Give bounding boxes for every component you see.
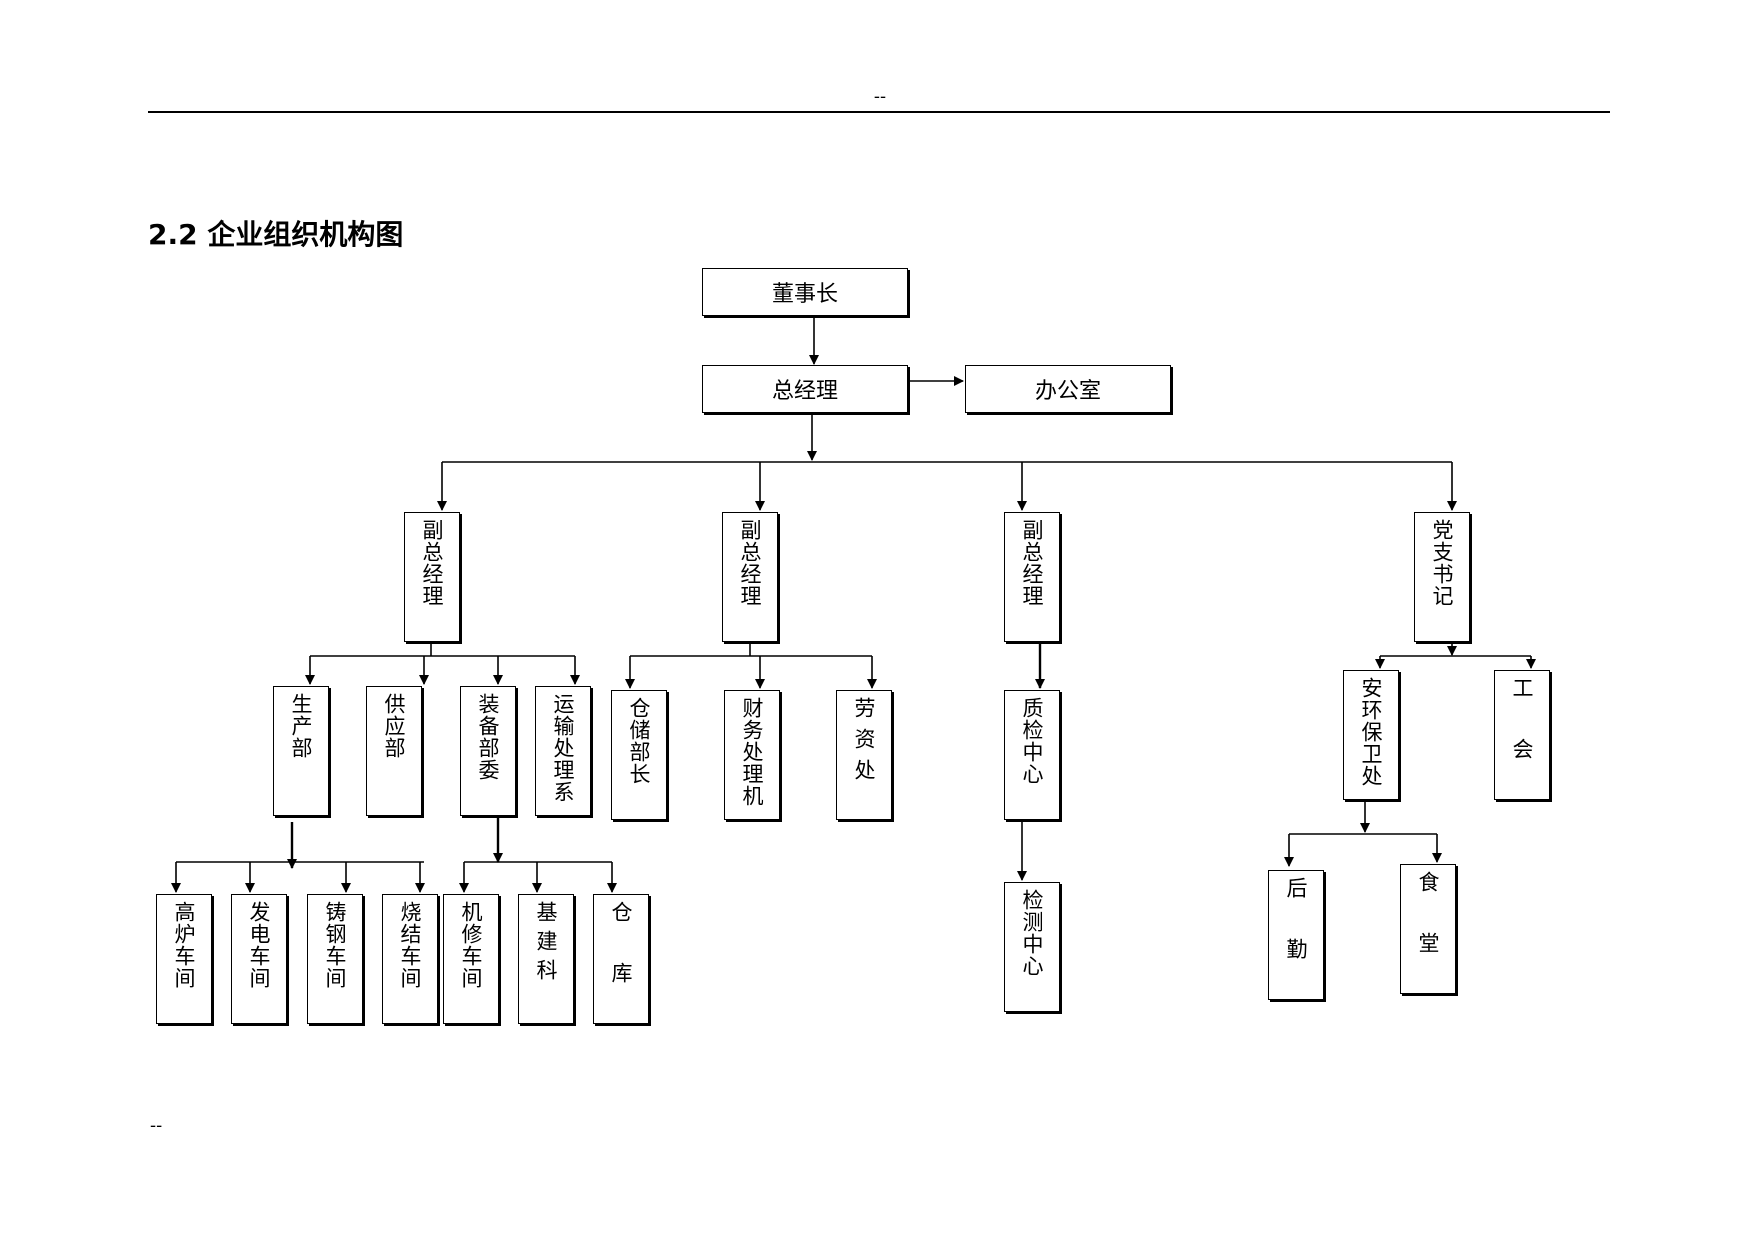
deputy-manager-box-2: 副总经理	[722, 512, 778, 642]
general-manager-box: 总经理	[702, 365, 908, 413]
transport-dept-box: 运输处理系	[535, 686, 591, 816]
quality-center-box: 质检中心	[1004, 690, 1060, 820]
testing-center-box: 检测中心	[1004, 882, 1060, 1012]
security-box: 安环保卫处	[1343, 670, 1399, 800]
footer-mark: --	[150, 1115, 163, 1136]
finance-box: 财务处理机	[724, 690, 780, 820]
blast-furnace-box: 高炉车间	[156, 894, 212, 1024]
office-box: 办公室	[965, 365, 1171, 413]
labor-box: 劳资处	[836, 690, 892, 820]
logistics-box: 后勤	[1268, 870, 1324, 1000]
chairman-box: 董事长	[702, 268, 908, 316]
union-box: 工会	[1494, 670, 1550, 800]
power-gen-box: 发电车间	[231, 894, 287, 1024]
warehouse-box: 仓库	[593, 894, 649, 1024]
supply-dept-box: 供应部	[366, 686, 422, 816]
equipment-dept-box: 装备部委	[460, 686, 516, 816]
casting-box: 铸钢车间	[307, 894, 363, 1024]
header-rule	[148, 111, 1610, 113]
deputy-manager-box-3: 副总经理	[1004, 512, 1060, 642]
party-secretary-box: 党支书记	[1414, 512, 1470, 642]
section-title: 2.2 企业组织机构图	[148, 218, 404, 251]
warehouse-head-box: 仓储部长	[611, 690, 667, 820]
header-mark: --	[873, 86, 887, 107]
machine-repair-box: 机修车间	[443, 894, 499, 1024]
construction-box: 基建科	[518, 894, 574, 1024]
sintering-box: 烧结车间	[382, 894, 438, 1024]
production-dept-box: 生产部	[273, 686, 329, 816]
canteen-box: 食堂	[1400, 864, 1456, 994]
deputy-manager-box-1: 副总经理	[404, 512, 460, 642]
